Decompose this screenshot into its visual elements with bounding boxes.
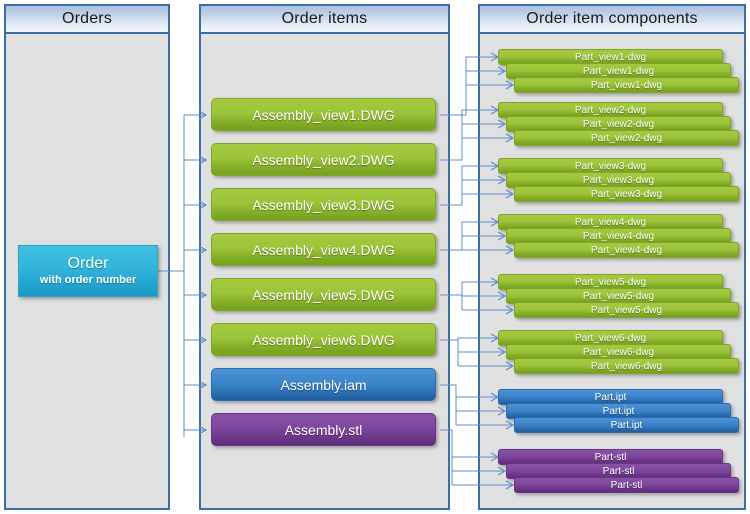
order-item-node-assembly-view5[interactable]: Assembly_view5.DWG — [211, 278, 436, 311]
order-item-label: Assembly_view5.DWG — [252, 286, 395, 303]
component-label: Part_view2-dwg — [590, 132, 663, 144]
order-item-label: Assembly_view1.DWG — [252, 106, 395, 123]
component-label: Part_view3-dwg — [574, 160, 647, 172]
component-label: Part_view2-dwg — [574, 104, 647, 116]
component-label: Part_view2-dwg — [582, 118, 655, 130]
component-label: Part-stl — [594, 451, 627, 463]
component-label: Part_view6-dwg — [590, 360, 663, 372]
component-node[interactable]: Part-stl — [514, 477, 739, 493]
order-item-label: Assembly.stl — [284, 421, 363, 438]
component-label: Part_view6-dwg — [574, 332, 647, 344]
order-item-label: Assembly_view6.DWG — [252, 331, 395, 348]
order-item-node-assembly-stl[interactable]: Assembly.stl — [211, 413, 436, 446]
component-label: Part_view5-dwg — [582, 290, 655, 302]
component-label: Part_view5-dwg — [590, 304, 663, 316]
order-item-label: Assembly_view3.DWG — [252, 196, 395, 213]
component-label: Part.ipt — [610, 419, 643, 431]
component-label: Part.ipt — [594, 391, 627, 403]
component-label: Part-stl — [602, 465, 635, 477]
panel-order-items-header: Order items — [201, 6, 448, 34]
component-node[interactable]: Part_view5-dwg — [514, 302, 739, 318]
component-label: Part_view6-dwg — [582, 346, 655, 358]
panel-orders-title: Orders — [61, 10, 113, 27]
component-label: Part_view3-dwg — [590, 188, 663, 200]
component-label: Part.ipt — [602, 405, 635, 417]
order-node[interactable]: Order with order number — [18, 245, 158, 297]
panel-order-item-components-header: Order item components — [480, 6, 744, 34]
component-label: Part_view4-dwg — [574, 216, 647, 228]
component-node[interactable]: Part_view6-dwg — [514, 358, 739, 374]
component-label: Part_view1-dwg — [582, 65, 655, 77]
order-item-label: Assembly_view2.DWG — [252, 151, 395, 168]
order-item-label: Assembly_view4.DWG — [252, 241, 395, 258]
order-item-label: Assembly.iam — [280, 376, 367, 393]
component-node[interactable]: Part_view4-dwg — [514, 242, 739, 258]
order-node-subtitle: with order number — [39, 274, 137, 286]
order-node-title: Order — [67, 255, 109, 272]
order-item-node-assembly-iam[interactable]: Assembly.iam — [211, 368, 436, 401]
order-item-node-assembly-view4[interactable]: Assembly_view4.DWG — [211, 233, 436, 266]
panel-orders-header: Orders — [6, 6, 168, 34]
component-node[interactable]: Part.ipt — [514, 417, 739, 433]
component-label: Part-stl — [610, 479, 643, 491]
component-label: Part_view3-dwg — [582, 174, 655, 186]
order-item-node-assembly-view2[interactable]: Assembly_view2.DWG — [211, 143, 436, 176]
panel-order-items-title: Order items — [281, 10, 368, 27]
component-label: Part_view1-dwg — [590, 79, 663, 91]
component-label: Part_view5-dwg — [574, 276, 647, 288]
order-item-node-assembly-view1[interactable]: Assembly_view1.DWG — [211, 98, 436, 131]
component-label: Part_view1-dwg — [574, 51, 647, 63]
panel-order-item-components-title: Order item components — [526, 10, 698, 27]
component-node[interactable]: Part_view3-dwg — [514, 186, 739, 202]
component-node[interactable]: Part_view2-dwg — [514, 130, 739, 146]
order-item-node-assembly-view3[interactable]: Assembly_view3.DWG — [211, 188, 436, 221]
component-label: Part_view4-dwg — [582, 230, 655, 242]
component-node[interactable]: Part_view1-dwg — [514, 77, 739, 93]
order-item-node-assembly-view6[interactable]: Assembly_view6.DWG — [211, 323, 436, 356]
component-label: Part_view4-dwg — [590, 244, 663, 256]
